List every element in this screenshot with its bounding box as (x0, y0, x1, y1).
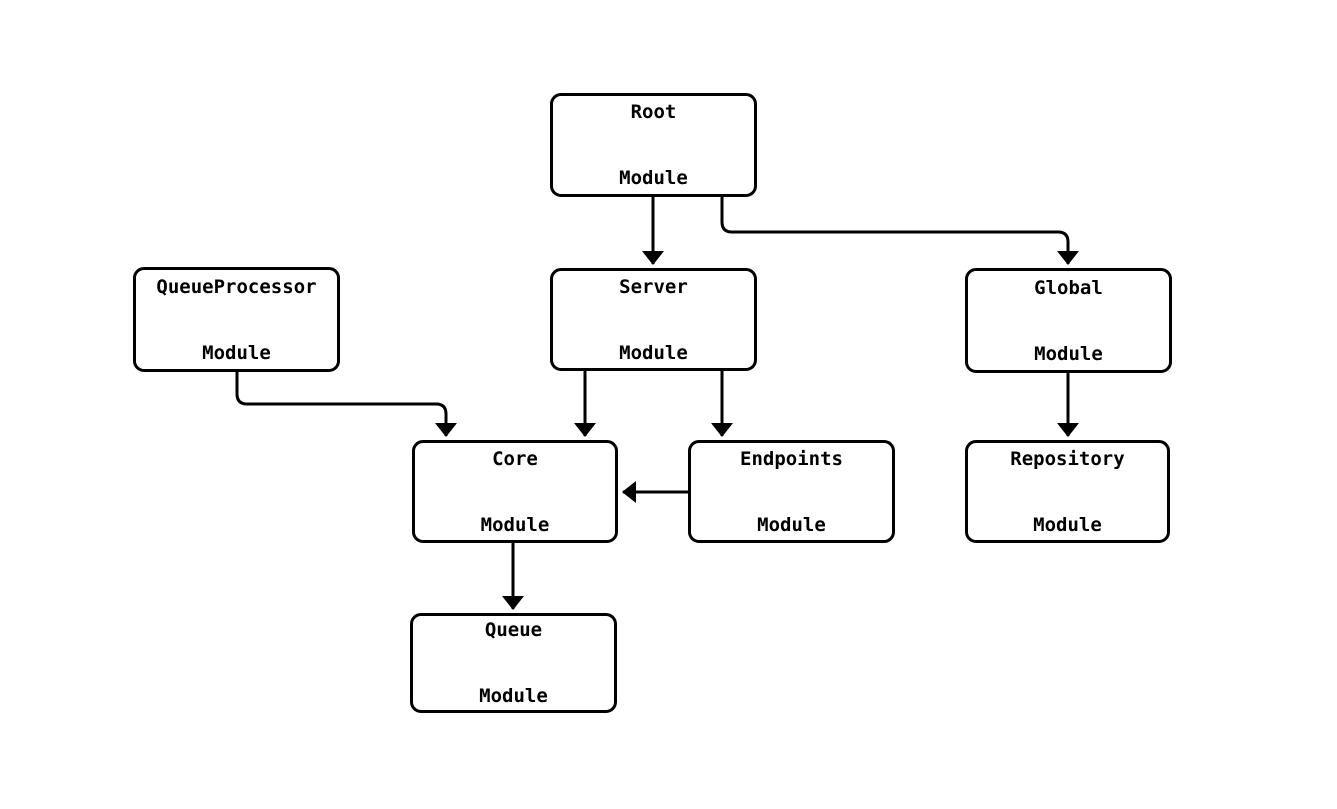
node-label: Endpoints Module (740, 404, 843, 580)
edge-root-module-to-global-module (720, 197, 1079, 265)
node-queueprocessor-module: QueueProcessor Module (133, 267, 340, 372)
node-title-line: Queue (484, 619, 543, 641)
node-root-module: Root Module (550, 93, 757, 197)
node-queue-module: Queue Module (410, 613, 617, 713)
node-label: Repository Module (1010, 404, 1124, 580)
node-label: Queue Module (479, 575, 548, 751)
node-subtitle-line: Module (619, 167, 688, 189)
node-title-line: Core (492, 447, 538, 470)
node-label: Server Module (619, 232, 688, 408)
node-title-line: Endpoints (740, 447, 843, 470)
node-title-line: QueueProcessor (156, 275, 317, 298)
node-subtitle-line: Module (619, 341, 688, 364)
node-label: QueueProcessor Module (156, 232, 316, 408)
node-core-module: Core Module (412, 440, 618, 543)
node-title-line: Server (619, 275, 688, 298)
node-subtitle-line: Module (1033, 513, 1102, 536)
node-subtitle-line: Module (202, 341, 271, 364)
node-subtitle-line: Module (480, 513, 550, 536)
node-title-line: Global (1034, 276, 1103, 299)
edge-queueprocessor-module-to-core-module (235, 372, 457, 437)
node-subtitle-line: Module (757, 513, 826, 536)
node-label: Global Module (1034, 233, 1103, 409)
node-server-module: Server Module (550, 268, 757, 371)
node-title-line: Repository (1010, 447, 1125, 470)
node-title-line: Root (630, 101, 677, 123)
node-subtitle-line: Module (1034, 342, 1103, 365)
node-label: Core Module (481, 404, 550, 580)
node-endpoints-module: Endpoints Module (688, 440, 895, 543)
node-label: Root Module (619, 57, 688, 233)
node-global-module: Global Module (965, 268, 1172, 373)
node-subtitle-line: Module (479, 685, 548, 707)
node-repository-module: Repository Module (965, 440, 1170, 543)
